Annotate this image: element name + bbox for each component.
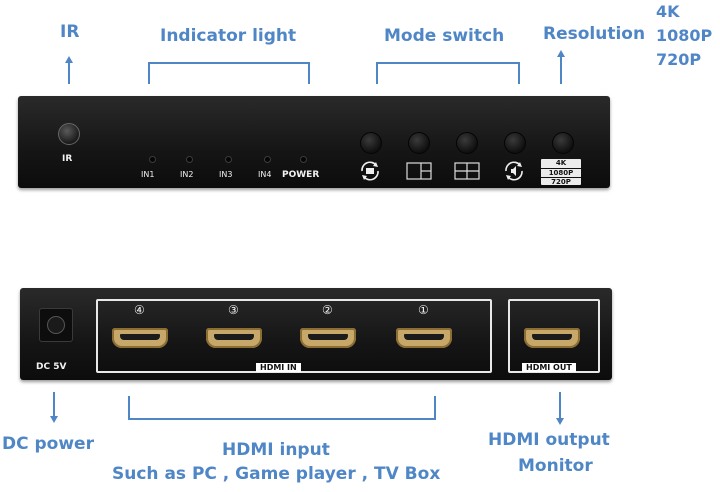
dc-jack (39, 308, 73, 342)
layout-split-icon (406, 162, 432, 180)
dc-arrow-head (50, 416, 58, 423)
hdmi-in-frame (96, 299, 492, 373)
resolution-callout: Resolution (543, 24, 646, 44)
hdmi-output-arrow-head (556, 418, 564, 425)
ir-arrow-line (68, 62, 70, 84)
dc-power-callout: DC power (2, 434, 94, 454)
led-in3 (225, 156, 232, 163)
ir-receiver (58, 123, 80, 145)
resolution-button[interactable] (552, 132, 574, 154)
port-number-3: ③ (228, 303, 239, 317)
port-number-2: ② (322, 303, 333, 317)
hdmi-input-bracket (128, 396, 436, 420)
back-panel: DC 5V HDMI IN ④ ③ ② ① HDMI OUT (20, 288, 612, 380)
resolution-badge: 4K 1080P 720P (541, 159, 581, 186)
led-in4 (264, 156, 271, 163)
led-in2 (186, 156, 193, 163)
mode-switch-callout: Mode switch (384, 26, 505, 46)
dc-arrow-line (53, 392, 55, 416)
dc-label: DC 5V (36, 362, 67, 372)
res-badge-720p: 720P (551, 178, 571, 186)
resolution-arrow-head (557, 50, 565, 57)
hdmi-in-port-2[interactable] (300, 328, 356, 348)
mode-button-3[interactable] (456, 132, 478, 154)
ir-arrow-head (65, 56, 73, 63)
mode-button-2[interactable] (408, 132, 430, 154)
hdmi-out-frame (508, 299, 600, 373)
hdmi-input-callout: HDMI input (222, 440, 330, 460)
led-label-power: POWER (282, 170, 320, 180)
led-label-in3: IN3 (219, 170, 233, 179)
res-option-4k: 4K (656, 2, 680, 21)
hdmi-out-label: HDMI OUT (522, 363, 576, 372)
front-panel: IR IN1 IN2 IN3 IN4 POWER 4K 1 (18, 96, 610, 188)
res-option-1080p: 1080P (656, 26, 713, 45)
hdmi-input-sub-callout: Such as PC , Game player , TV Box (112, 464, 441, 484)
hdmi-in-port-4[interactable] (112, 328, 168, 348)
ir-callout: IR (60, 22, 80, 42)
hdmi-in-port-1[interactable] (396, 328, 452, 348)
led-in1 (149, 156, 156, 163)
layout-quad-icon (454, 162, 480, 180)
switch-audio-icon (505, 161, 523, 181)
hdmi-in-port-3[interactable] (206, 328, 262, 348)
mode-switch-bracket (376, 62, 520, 84)
led-label-in4: IN4 (258, 170, 272, 179)
hdmi-output-sub-callout: Monitor (518, 456, 593, 476)
led-label-in2: IN2 (180, 170, 194, 179)
res-badge-1080p: 1080P (541, 167, 581, 178)
port-number-4: ④ (134, 303, 145, 317)
hdmi-output-arrow-line (559, 392, 561, 418)
hdmi-output-callout: HDMI output (488, 430, 610, 450)
mode-button-1[interactable] (360, 132, 382, 154)
res-badge-4k: 4K (555, 159, 567, 167)
port-number-1: ① (418, 303, 429, 317)
dc-jack-hole (47, 316, 65, 334)
led-power (300, 156, 307, 163)
hdmi-in-label: HDMI IN (256, 363, 301, 372)
hdmi-out-port[interactable] (524, 328, 580, 348)
indicator-light-callout: Indicator light (160, 26, 297, 46)
mode-button-4[interactable] (504, 132, 526, 154)
led-label-in1: IN1 (141, 170, 155, 179)
indicator-bracket (148, 62, 310, 84)
ir-label: IR (62, 154, 73, 164)
switch-single-icon (361, 161, 379, 181)
res-option-720p: 720P (656, 50, 702, 69)
resolution-arrow-line (560, 56, 562, 84)
